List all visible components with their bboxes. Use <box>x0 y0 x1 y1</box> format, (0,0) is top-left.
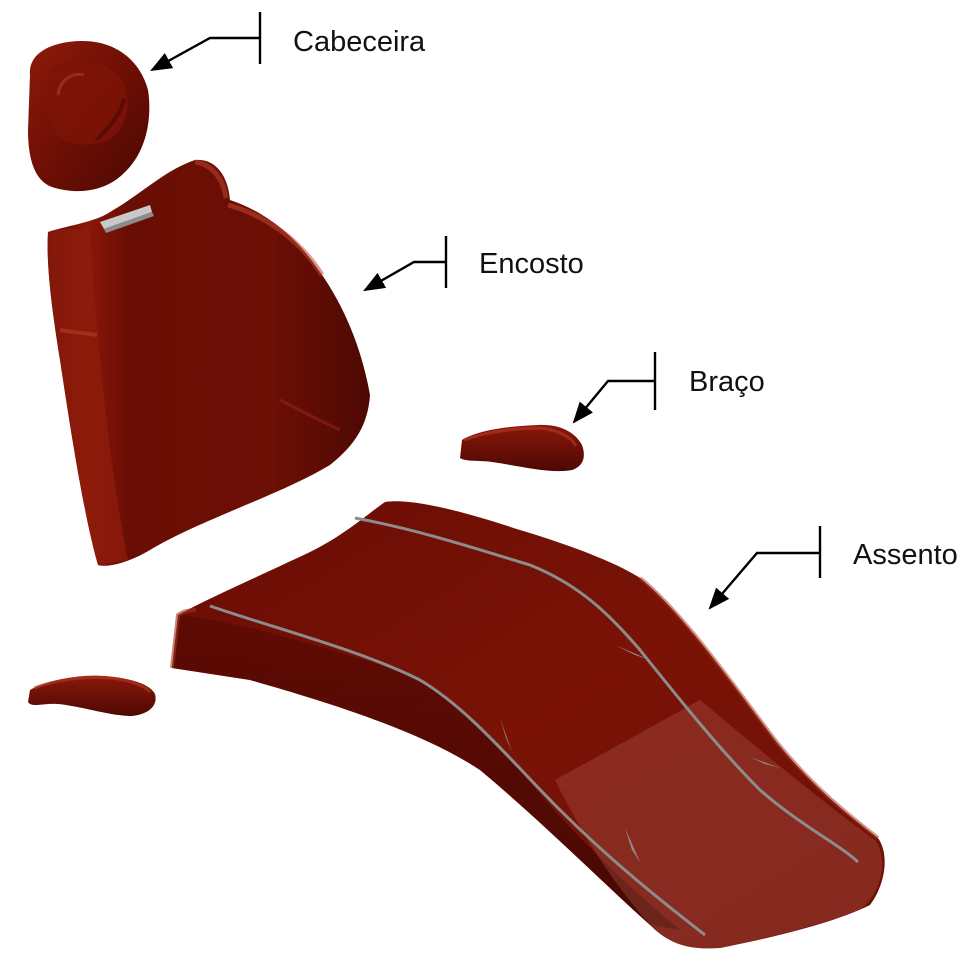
armrest-right-part <box>460 425 584 471</box>
label-headrest: Cabeceira <box>293 26 426 58</box>
label-backrest: Encosto <box>479 248 584 280</box>
callout-arrow <box>152 38 260 70</box>
callout-arrow <box>710 553 820 608</box>
seat-part <box>172 501 885 948</box>
backrest-part <box>48 160 370 566</box>
callout-seat: Assento <box>710 526 958 608</box>
callout-backrest: Encosto <box>365 236 584 290</box>
label-seat: Assento <box>853 539 958 571</box>
headrest-part <box>28 41 149 191</box>
callout-armrest: Braço <box>574 352 765 422</box>
label-armrest: Braço <box>689 366 765 398</box>
armrest-left-part <box>28 676 156 716</box>
callout-arrow <box>365 262 446 290</box>
callout-arrow <box>574 381 655 422</box>
callout-headrest: Cabeceira <box>152 12 426 70</box>
